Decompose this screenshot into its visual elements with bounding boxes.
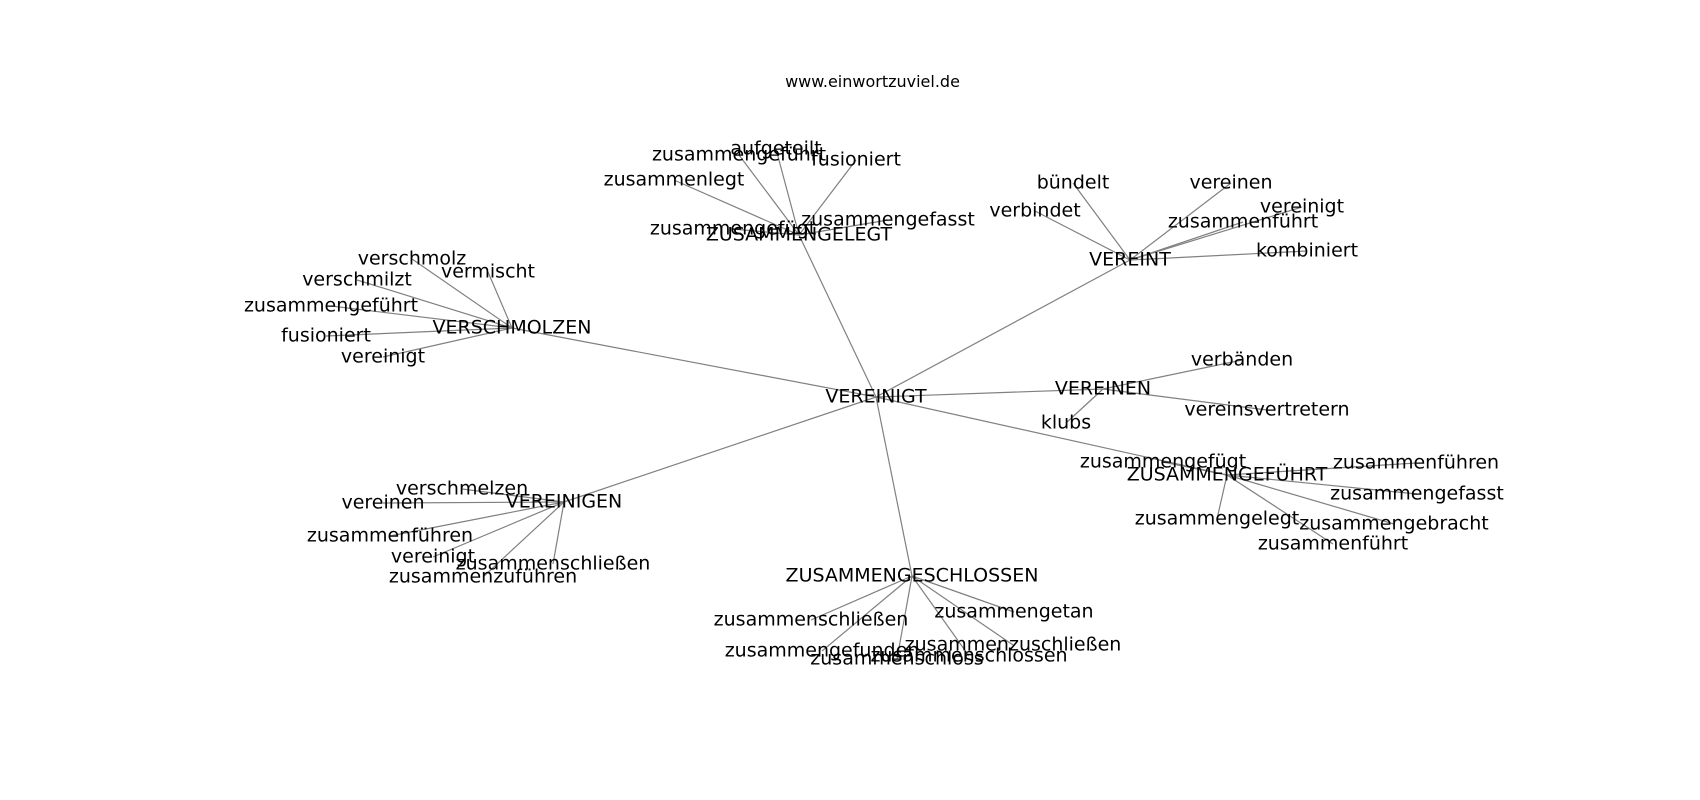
- node-word-label: zusammengefügt: [1080, 451, 1246, 473]
- node-word-label: vereinsvertretern: [1184, 399, 1349, 421]
- edge-zusammengelegt-fusioniert: [798, 159, 857, 236]
- edge-zusammengefuehrt-zusammenfuehren: [1226, 462, 1417, 476]
- node-word-label: zusammengebracht: [1299, 513, 1489, 535]
- edge-vereint-verbindet: [1034, 210, 1131, 261]
- edge-vereinigen-zusammenzufuehren: [482, 501, 565, 578]
- node-word-label: zusammenschloss: [810, 648, 983, 670]
- node-word-label: zusammengeführt: [652, 144, 826, 166]
- edge-zusammengelegt-zusammengefuegt: [732, 228, 800, 236]
- node-hub-label: VEREINEN: [1055, 378, 1151, 400]
- edge-zusammengelegt-zusammengefuehrt: [738, 154, 800, 236]
- node-word-label: zusammenschließen: [714, 609, 909, 631]
- node-word-label: zusammengelegt: [1135, 508, 1300, 530]
- edge-vereint-vereinigt: [1129, 206, 1303, 261]
- node-word-label: verbänden: [1191, 349, 1293, 371]
- node-word-label: verschmolz: [358, 248, 467, 270]
- graph-edges: [325, 148, 1418, 660]
- edge-zusammengeschlossen-zusammengetan: [911, 575, 1015, 613]
- node-word-label: vereinigt: [341, 346, 425, 368]
- edge-zusammengeschlossen-zusammengefunden: [821, 575, 913, 652]
- edge-zusammengelegt-aufgeteilt: [775, 148, 800, 236]
- edge-center-vereint: [875, 259, 1131, 398]
- node-word-label: verbindet: [989, 200, 1080, 222]
- node-word-label: zusammenzuschließen: [905, 634, 1122, 656]
- node-word-label: zusammenzuführen: [389, 566, 577, 588]
- edge-vereinen-verbaenden: [1102, 359, 1243, 390]
- node-word-label: zusammenführt: [1258, 533, 1408, 555]
- edge-vereinen-klubs: [1065, 388, 1104, 424]
- node-word-label: aufgeteilt: [730, 138, 821, 160]
- edge-vereint-kombiniert: [1129, 250, 1308, 261]
- edge-zusammengefuehrt-zusammengefasst: [1226, 474, 1418, 495]
- edge-zusammengefuehrt-zusammengebracht: [1226, 474, 1395, 525]
- node-word-label: verschmelzen: [396, 478, 528, 500]
- node-word-label: zusammengefügt: [650, 218, 816, 240]
- node-hub-label: ZUSAMMENGELEGT: [706, 224, 893, 246]
- edge-center-zusammengeschlossen: [875, 396, 913, 577]
- node-hub-label: ZUSAMMENGESCHLOSSEN: [786, 565, 1039, 587]
- node-word-label: kombiniert: [1256, 240, 1358, 262]
- edge-vereinigen-zusammenschliessen: [552, 501, 565, 565]
- edge-verschmolzen-zusammengefuehrt: [330, 305, 513, 329]
- node-word-label: fusioniert: [281, 325, 371, 347]
- edge-verschmolzen-verschmolz: [411, 258, 513, 329]
- edge-vereint-vereinen: [1129, 182, 1232, 261]
- node-word-label: zusammengefasst: [801, 209, 975, 231]
- node-word-label: fusioniert: [811, 149, 901, 171]
- edge-verschmolzen-verschmilzt: [356, 279, 513, 329]
- node-word-label: bündelt: [1037, 172, 1110, 194]
- edge-verschmolzen-vereinigt: [382, 327, 513, 358]
- edge-vereinigen-vereinigt: [432, 501, 565, 558]
- edge-zusammengefuehrt-zusammengelegt: [1216, 474, 1228, 520]
- node-word-label: zusammenschließen: [456, 553, 651, 575]
- node-word-label: vereinen: [1189, 172, 1272, 194]
- edge-verschmolzen-vermischt: [487, 271, 513, 329]
- node-word-label: zusammenschlossen: [870, 645, 1067, 667]
- edge-zusammengeschlossen-zusammenschlossen: [911, 575, 970, 657]
- edge-zusammengeschlossen-zusammenzuschliessen: [911, 575, 1014, 646]
- graph-labels: VEREINIGTaufgeteiltzusammengeführtfusion…: [244, 138, 1504, 670]
- node-word-label: verschmilzt: [302, 269, 412, 291]
- node-word-label: zusammengetan: [934, 601, 1093, 623]
- edge-zusammengefuehrt-zusammengefuegt: [1162, 461, 1228, 476]
- edge-center-zusammengelegt: [798, 234, 877, 398]
- edge-vereinigen-verschmelzen: [461, 488, 565, 503]
- node-hub-label: VEREINT: [1089, 249, 1171, 271]
- edge-zusammengeschlossen-zusammenschliessen: [810, 575, 913, 621]
- edge-vereinigen-vereinen: [382, 501, 565, 504]
- node-word-label: klubs: [1041, 412, 1091, 434]
- node-word-label: vermischt: [441, 261, 535, 283]
- node-center-label: VEREINIGT: [825, 386, 927, 408]
- edge-zusammengelegt-zusammengefasst: [798, 219, 889, 236]
- node-word-label: zusammenführen: [1333, 452, 1499, 474]
- node-word-label: zusammengefunden: [725, 640, 920, 662]
- node-hub-label: VEREINIGEN: [506, 491, 623, 513]
- node-hub-label: VERSCHMOLZEN: [433, 317, 592, 339]
- node-word-label: zusammenführt: [1168, 211, 1318, 233]
- node-word-label: vereinigt: [1260, 196, 1344, 218]
- edge-center-verschmolzen: [511, 327, 877, 398]
- node-word-label: zusammenlegt: [604, 169, 745, 191]
- node-hub-label: ZUSAMMENGEFÜHRT: [1127, 463, 1328, 486]
- page-title: www.einwortzuviel.de: [785, 72, 960, 91]
- edge-zusammengefuehrt-zusammenfuehrt: [1226, 474, 1334, 545]
- node-word-label: zusammengeführt: [244, 295, 418, 317]
- node-word-label: zusammenführen: [307, 525, 473, 547]
- edge-vereinen-vereinsvertretern: [1102, 388, 1268, 411]
- edge-vereinigen-zusammenfuehren: [389, 501, 565, 537]
- edge-center-vereinen: [875, 388, 1104, 398]
- node-word-label: zusammengefasst: [1330, 483, 1504, 505]
- edge-vereint-zusammenfuehrt: [1129, 221, 1244, 261]
- edge-vereint-buendelt: [1072, 182, 1131, 261]
- edge-zusammengeschlossen-zusammenschloss: [896, 575, 913, 660]
- node-word-label: vereinen: [341, 492, 424, 514]
- edge-verschmolzen-fusioniert: [325, 327, 513, 337]
- edge-center-zusammengefuehrt: [875, 396, 1228, 476]
- edge-center-vereinigen: [563, 396, 877, 503]
- node-word-label: vereinigt: [391, 546, 475, 568]
- edge-zusammengelegt-zusammenlegt: [673, 179, 800, 236]
